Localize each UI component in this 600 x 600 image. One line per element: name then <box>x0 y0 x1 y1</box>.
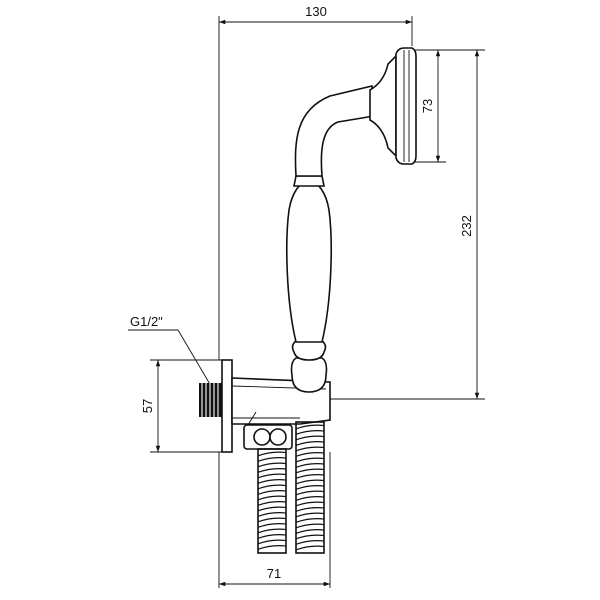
hose-coil <box>257 534 287 539</box>
dimension-overall-width: 130 <box>219 4 412 25</box>
hose-coil <box>257 512 287 517</box>
dimension-label-bracket-height: 57 <box>140 399 155 413</box>
thread-callout: G1/2" <box>128 314 212 387</box>
hose-coil <box>295 523 325 529</box>
hose-coil <box>257 506 287 512</box>
hose-coil <box>295 490 325 496</box>
hose-coil <box>257 539 287 545</box>
hose-coil <box>295 446 325 452</box>
hose-coil <box>295 441 325 446</box>
hose-coil <box>295 435 325 441</box>
hose-coil <box>257 462 287 468</box>
dimension-label-head-diameter: 73 <box>420 99 435 113</box>
hose-coil <box>257 517 287 523</box>
hose-coil <box>257 528 287 534</box>
hose-coil <box>257 451 287 457</box>
hose-coil <box>257 468 287 473</box>
hose-coil <box>295 518 325 523</box>
hose-coil <box>257 490 287 495</box>
dimension-bracket-width: 71 <box>219 566 330 587</box>
hose-coil <box>295 452 325 457</box>
hose-coil <box>295 468 325 474</box>
thread-label: G1/2" <box>130 314 163 329</box>
hose-coil <box>295 529 325 534</box>
hose-coil <box>257 545 287 550</box>
hose-coil <box>295 424 325 430</box>
hose-coil <box>295 540 325 545</box>
hose <box>257 421 325 554</box>
extension-lines <box>150 16 485 588</box>
hose-coil <box>295 457 325 463</box>
hose-coil <box>295 507 325 512</box>
dimension-bracket-height: 57 <box>140 360 161 452</box>
hose-coil <box>257 523 287 528</box>
hose-coil <box>295 479 325 485</box>
dimension-label-overall-height: 232 <box>459 215 474 237</box>
hose-coil <box>257 473 287 479</box>
dimension-head-diameter: 73 <box>420 50 441 162</box>
hose-coil <box>295 545 325 551</box>
hose-coil <box>295 463 325 468</box>
dimension-label-overall-width: 130 <box>305 4 327 19</box>
hose-coil <box>257 501 287 506</box>
hose-coil <box>295 430 325 435</box>
hose-coil <box>257 495 287 501</box>
hose-coil <box>295 496 325 501</box>
hose-coil <box>257 457 287 462</box>
hose-coil <box>295 534 325 540</box>
hose-coil <box>295 512 325 518</box>
hand-shower <box>286 47 417 393</box>
dimension-overall-height: 232 <box>459 50 480 399</box>
hose-coil <box>257 484 287 490</box>
hose-coil <box>257 479 287 484</box>
hose-coil <box>295 485 325 490</box>
hose-coil <box>295 501 325 507</box>
hose-coil <box>295 474 325 479</box>
dimension-label-bracket-width: 71 <box>267 566 281 581</box>
